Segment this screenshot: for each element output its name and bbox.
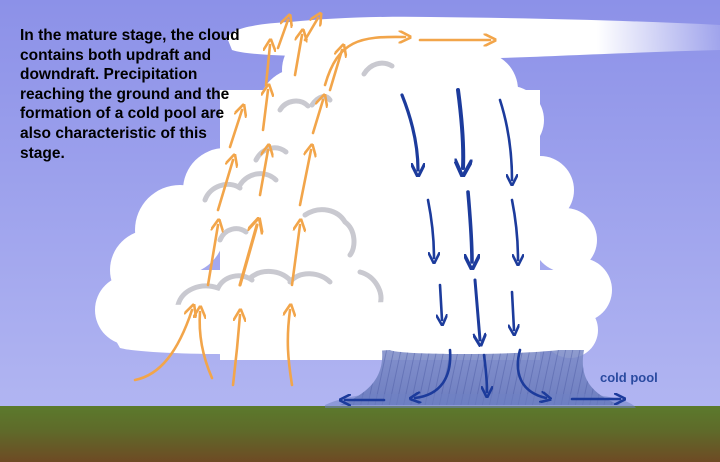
cold-pool [325,394,636,408]
cold-pool-label: cold pool [600,370,658,385]
updraft-arrows [133,18,490,387]
downdraft-arrows [345,88,620,400]
ground [0,406,720,462]
stage-description: In the mature stage, the cloud contains … [20,27,240,162]
cloud-base [110,300,592,355]
